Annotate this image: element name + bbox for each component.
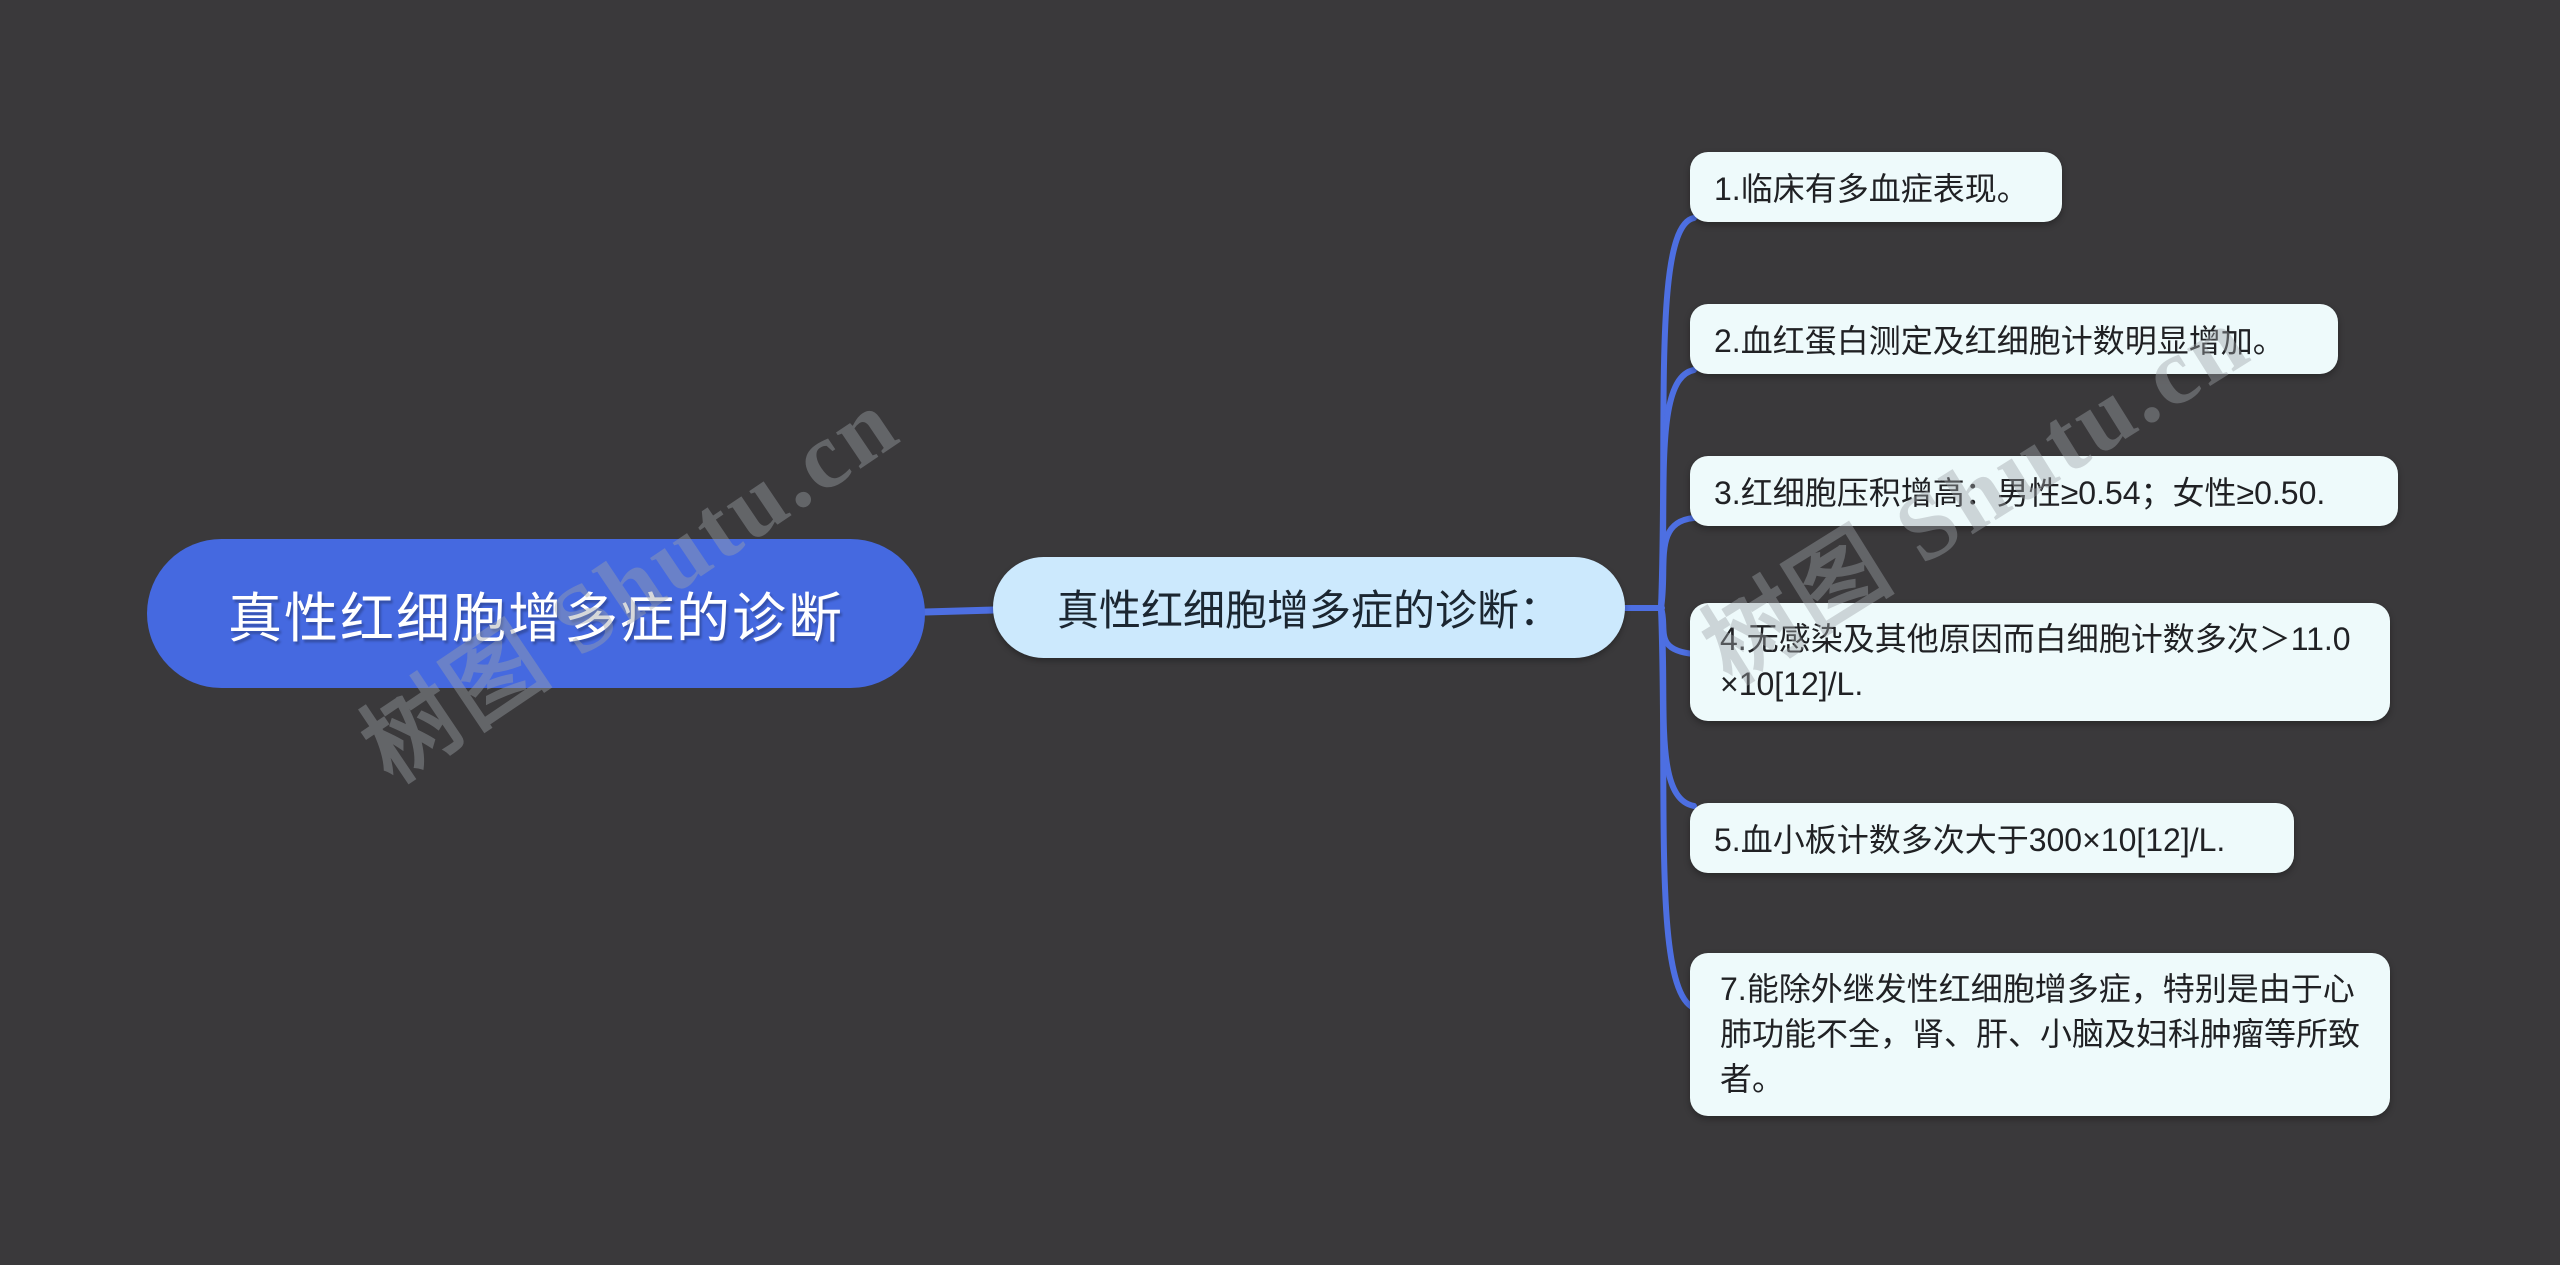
child-node-6-label: 7.能除外继发性红细胞增多症，特别是由于心肺功能不全，肾、肝、小脑及妇科肿瘤等所… [1720, 971, 2361, 1097]
branch-curve-3 [1658, 515, 1697, 611]
child-node-5-label: 5.血小板计数多次大于300×10[12]/L. [1714, 822, 2226, 858]
child-node-6[interactable]: 7.能除外继发性红细胞增多症，特别是由于心肺功能不全，肾、肝、小脑及妇科肿瘤等所… [1690, 953, 2390, 1116]
child-node-2[interactable]: 2.血红蛋白测定及红细胞计数明显增加。 [1690, 304, 2338, 374]
branch-curve-6 [1658, 605, 1697, 1011]
root-node-label: 真性红细胞增多症的诊断 [228, 589, 844, 649]
child-node-1-label: 1.临床有多血症表现。 [1714, 171, 2029, 207]
child-node-4[interactable]: 4.无感染及其他原因而白细胞计数多次＞11.0×10[12]/L. [1690, 603, 2390, 721]
child-node-3[interactable]: 3.红细胞压积增高：男性≥0.54；女性≥0.50. [1690, 456, 2398, 526]
child-node-4-label: 4.无感染及其他原因而白细胞计数多次＞11.0×10[12]/L. [1720, 621, 2351, 702]
parent-node-label: 真性红细胞增多症的诊断： [1056, 587, 1561, 634]
parent-node[interactable]: 真性红细胞增多症的诊断： [993, 557, 1625, 658]
child-node-2-label: 2.血红蛋白测定及红细胞计数明显增加。 [1714, 323, 2285, 359]
root-parent-connector [921, 606, 998, 616]
child-node-3-label: 3.红细胞压积增高：男性≥0.54；女性≥0.50. [1714, 475, 2326, 511]
child-node-1[interactable]: 1.临床有多血症表现。 [1690, 152, 2062, 222]
child-node-5[interactable]: 5.血小板计数多次大于300×10[12]/L. [1690, 803, 2294, 873]
root-node[interactable]: 真性红细胞增多症的诊断 [147, 539, 925, 688]
